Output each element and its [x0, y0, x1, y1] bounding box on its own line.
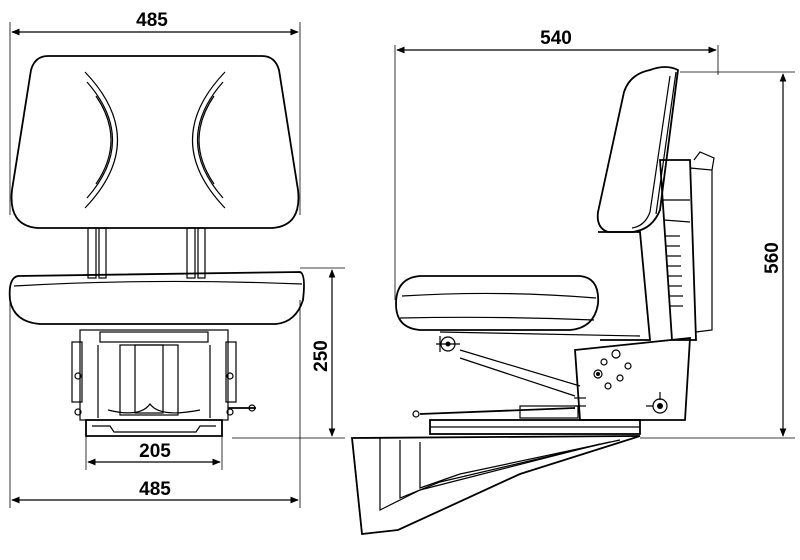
dimension-inner-width: 205 — [85, 436, 223, 470]
dim-label-side-height: 560 — [762, 242, 783, 274]
dimension-front-height: 250 — [232, 267, 345, 439]
dimension-side-depth: 540 — [394, 28, 719, 300]
seat-frame-side — [436, 231, 651, 352]
suspension-mechanism-front — [71, 329, 256, 437]
rail-and-lever-side — [412, 405, 641, 435]
seat-cushion-front — [8, 271, 305, 325]
backrest-frame-side — [659, 151, 715, 341]
base-tilt-side — [351, 435, 641, 535]
suspension-side — [459, 336, 691, 421]
backrest-front — [10, 55, 300, 229]
front-view: 485 — [8, 10, 345, 508]
dimension-top-width: 485 — [9, 10, 301, 215]
dim-label-front-height: 250 — [311, 340, 332, 372]
dim-label-bottom-width: 485 — [139, 479, 171, 500]
dimension-bottom-width: 485 — [9, 300, 301, 508]
dim-label-top-width: 485 — [136, 10, 168, 31]
dim-label-inner-width: 205 — [139, 441, 171, 462]
backrest-support-tubes — [87, 227, 206, 279]
backrest-side — [596, 66, 679, 233]
seat-cushion-side — [395, 275, 600, 331]
dim-label-side-depth: 540 — [540, 28, 572, 49]
side-view: 540 560 — [351, 28, 795, 535]
dimension-side-height: 560 — [640, 71, 795, 439]
